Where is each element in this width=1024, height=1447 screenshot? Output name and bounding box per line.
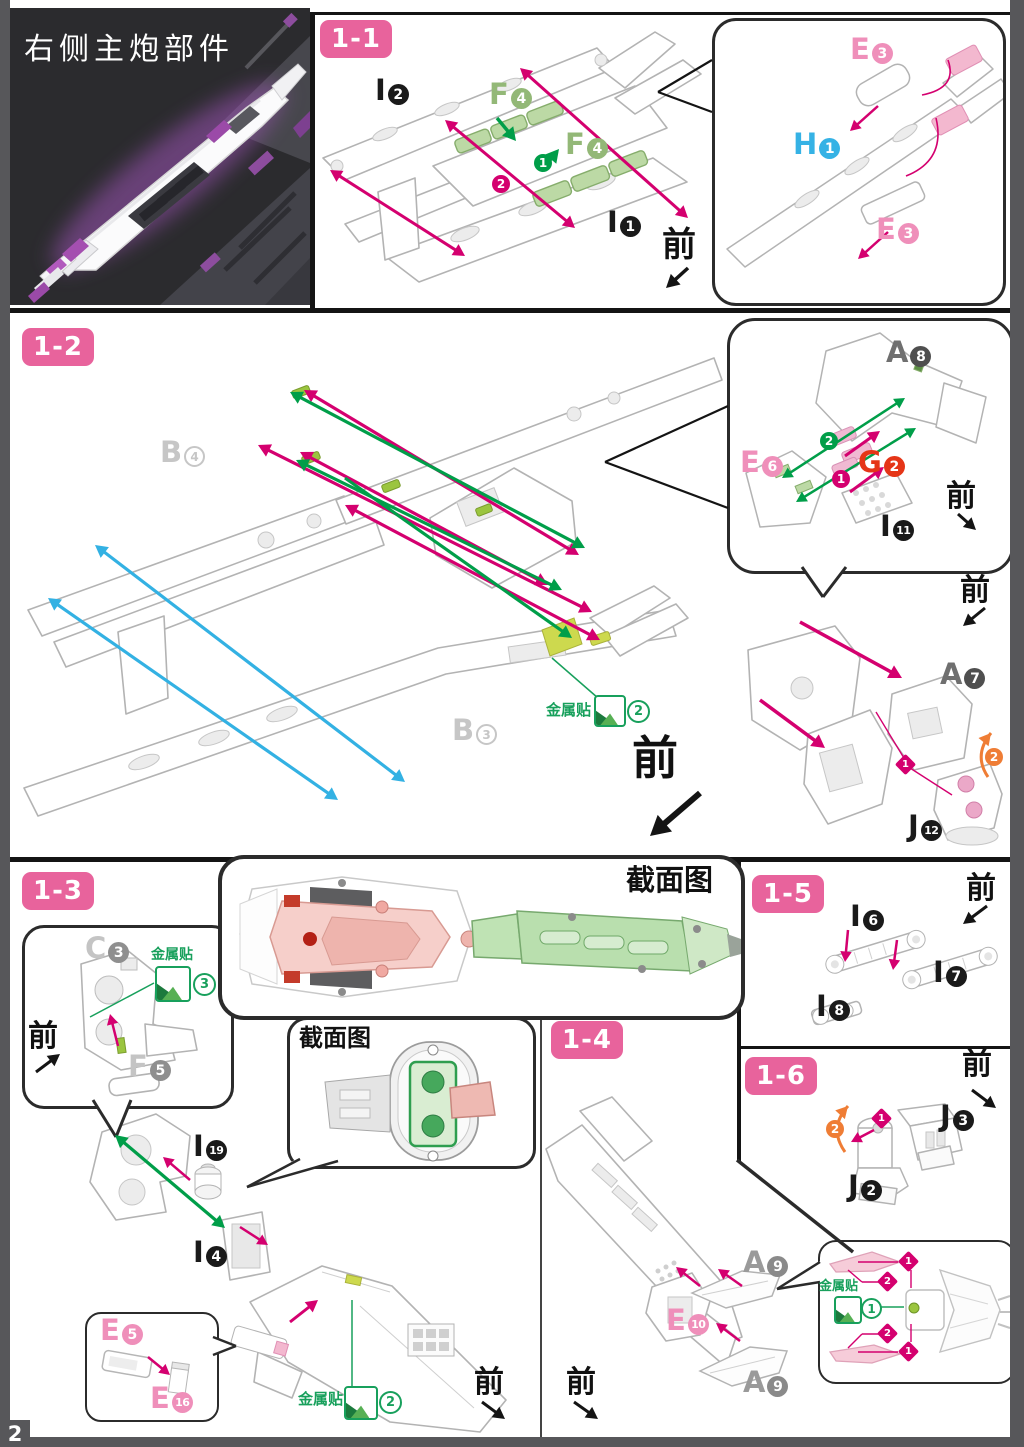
front-indicator: 前	[632, 731, 678, 785]
metal-sticker-label: 金属贴	[151, 947, 193, 963]
front-indicator: 前	[966, 871, 996, 906]
step-badge-1-5: 1-5	[752, 875, 824, 913]
front-indicator: 前	[962, 1047, 992, 1082]
bubble-1-3b-diagram	[324, 1041, 496, 1162]
step-1-2-diagram	[23, 357, 723, 817]
step-mark: 2	[985, 748, 1003, 766]
step-mark: 1	[534, 154, 552, 172]
bubble-1-3c-diagram	[101, 1349, 190, 1395]
cross-section-diagram	[239, 876, 741, 998]
frame-bottom	[0, 1437, 1024, 1447]
cross-section-panel	[218, 855, 745, 1020]
frame-left	[0, 0, 10, 1447]
metal-sticker-label: 金属贴	[546, 701, 592, 719]
metal-sticker-icon	[834, 1296, 862, 1324]
metal-sticker-icon	[594, 695, 626, 727]
divider	[10, 308, 1010, 313]
metal-sticker-label: 金属贴	[298, 1390, 344, 1408]
step-badge-1-2: 1-2	[22, 328, 94, 366]
frame-right	[1010, 0, 1024, 1447]
step-badge-1-1: 1-1	[320, 20, 392, 58]
metal-sticker-label: 金属贴	[819, 1279, 859, 1294]
step-badge-1-3: 1-3	[22, 872, 94, 910]
front-indicator: 前	[946, 479, 976, 514]
step-1-2b-diagram	[747, 625, 1003, 846]
detail-bubble-1-3b	[287, 1017, 536, 1169]
step-mark: 1	[832, 470, 850, 488]
front-indicator: 前	[662, 225, 696, 265]
divider	[310, 12, 315, 308]
step-mark: 2	[826, 1120, 844, 1138]
step-badge-1-6: 1-6	[745, 1057, 817, 1095]
metal-sticker-number: 2	[627, 700, 650, 723]
front-indicator: 前	[566, 1365, 596, 1400]
front-indicator: 前	[474, 1365, 504, 1400]
section-view-title: 截面图	[299, 1024, 371, 1052]
section-view-title: 截面图	[626, 863, 714, 897]
divider	[312, 12, 1010, 15]
step-1-6-diagram	[851, 1103, 963, 1206]
metal-sticker-number: 1	[861, 1298, 882, 1319]
metal-sticker-icon	[344, 1386, 378, 1420]
step-mark: 2	[820, 432, 838, 450]
cannon-photo	[28, 12, 310, 305]
divider	[739, 1046, 1010, 1049]
photo-panel: 右侧主炮部件	[10, 8, 310, 305]
front-indicator: 前	[960, 573, 990, 608]
step-mark: 2	[492, 175, 510, 193]
metal-sticker-icon	[155, 966, 191, 1002]
page-title: 右侧主炮部件	[24, 32, 234, 67]
step-1-4-diagram	[545, 1096, 789, 1387]
metal-sticker-number: 3	[193, 973, 216, 996]
divider	[540, 1012, 542, 1437]
step-badge-1-4: 1-4	[551, 1021, 623, 1059]
metal-sticker-number: 2	[379, 1391, 402, 1414]
front-indicator: 前	[28, 1019, 58, 1054]
page-number: 2	[0, 1420, 30, 1447]
